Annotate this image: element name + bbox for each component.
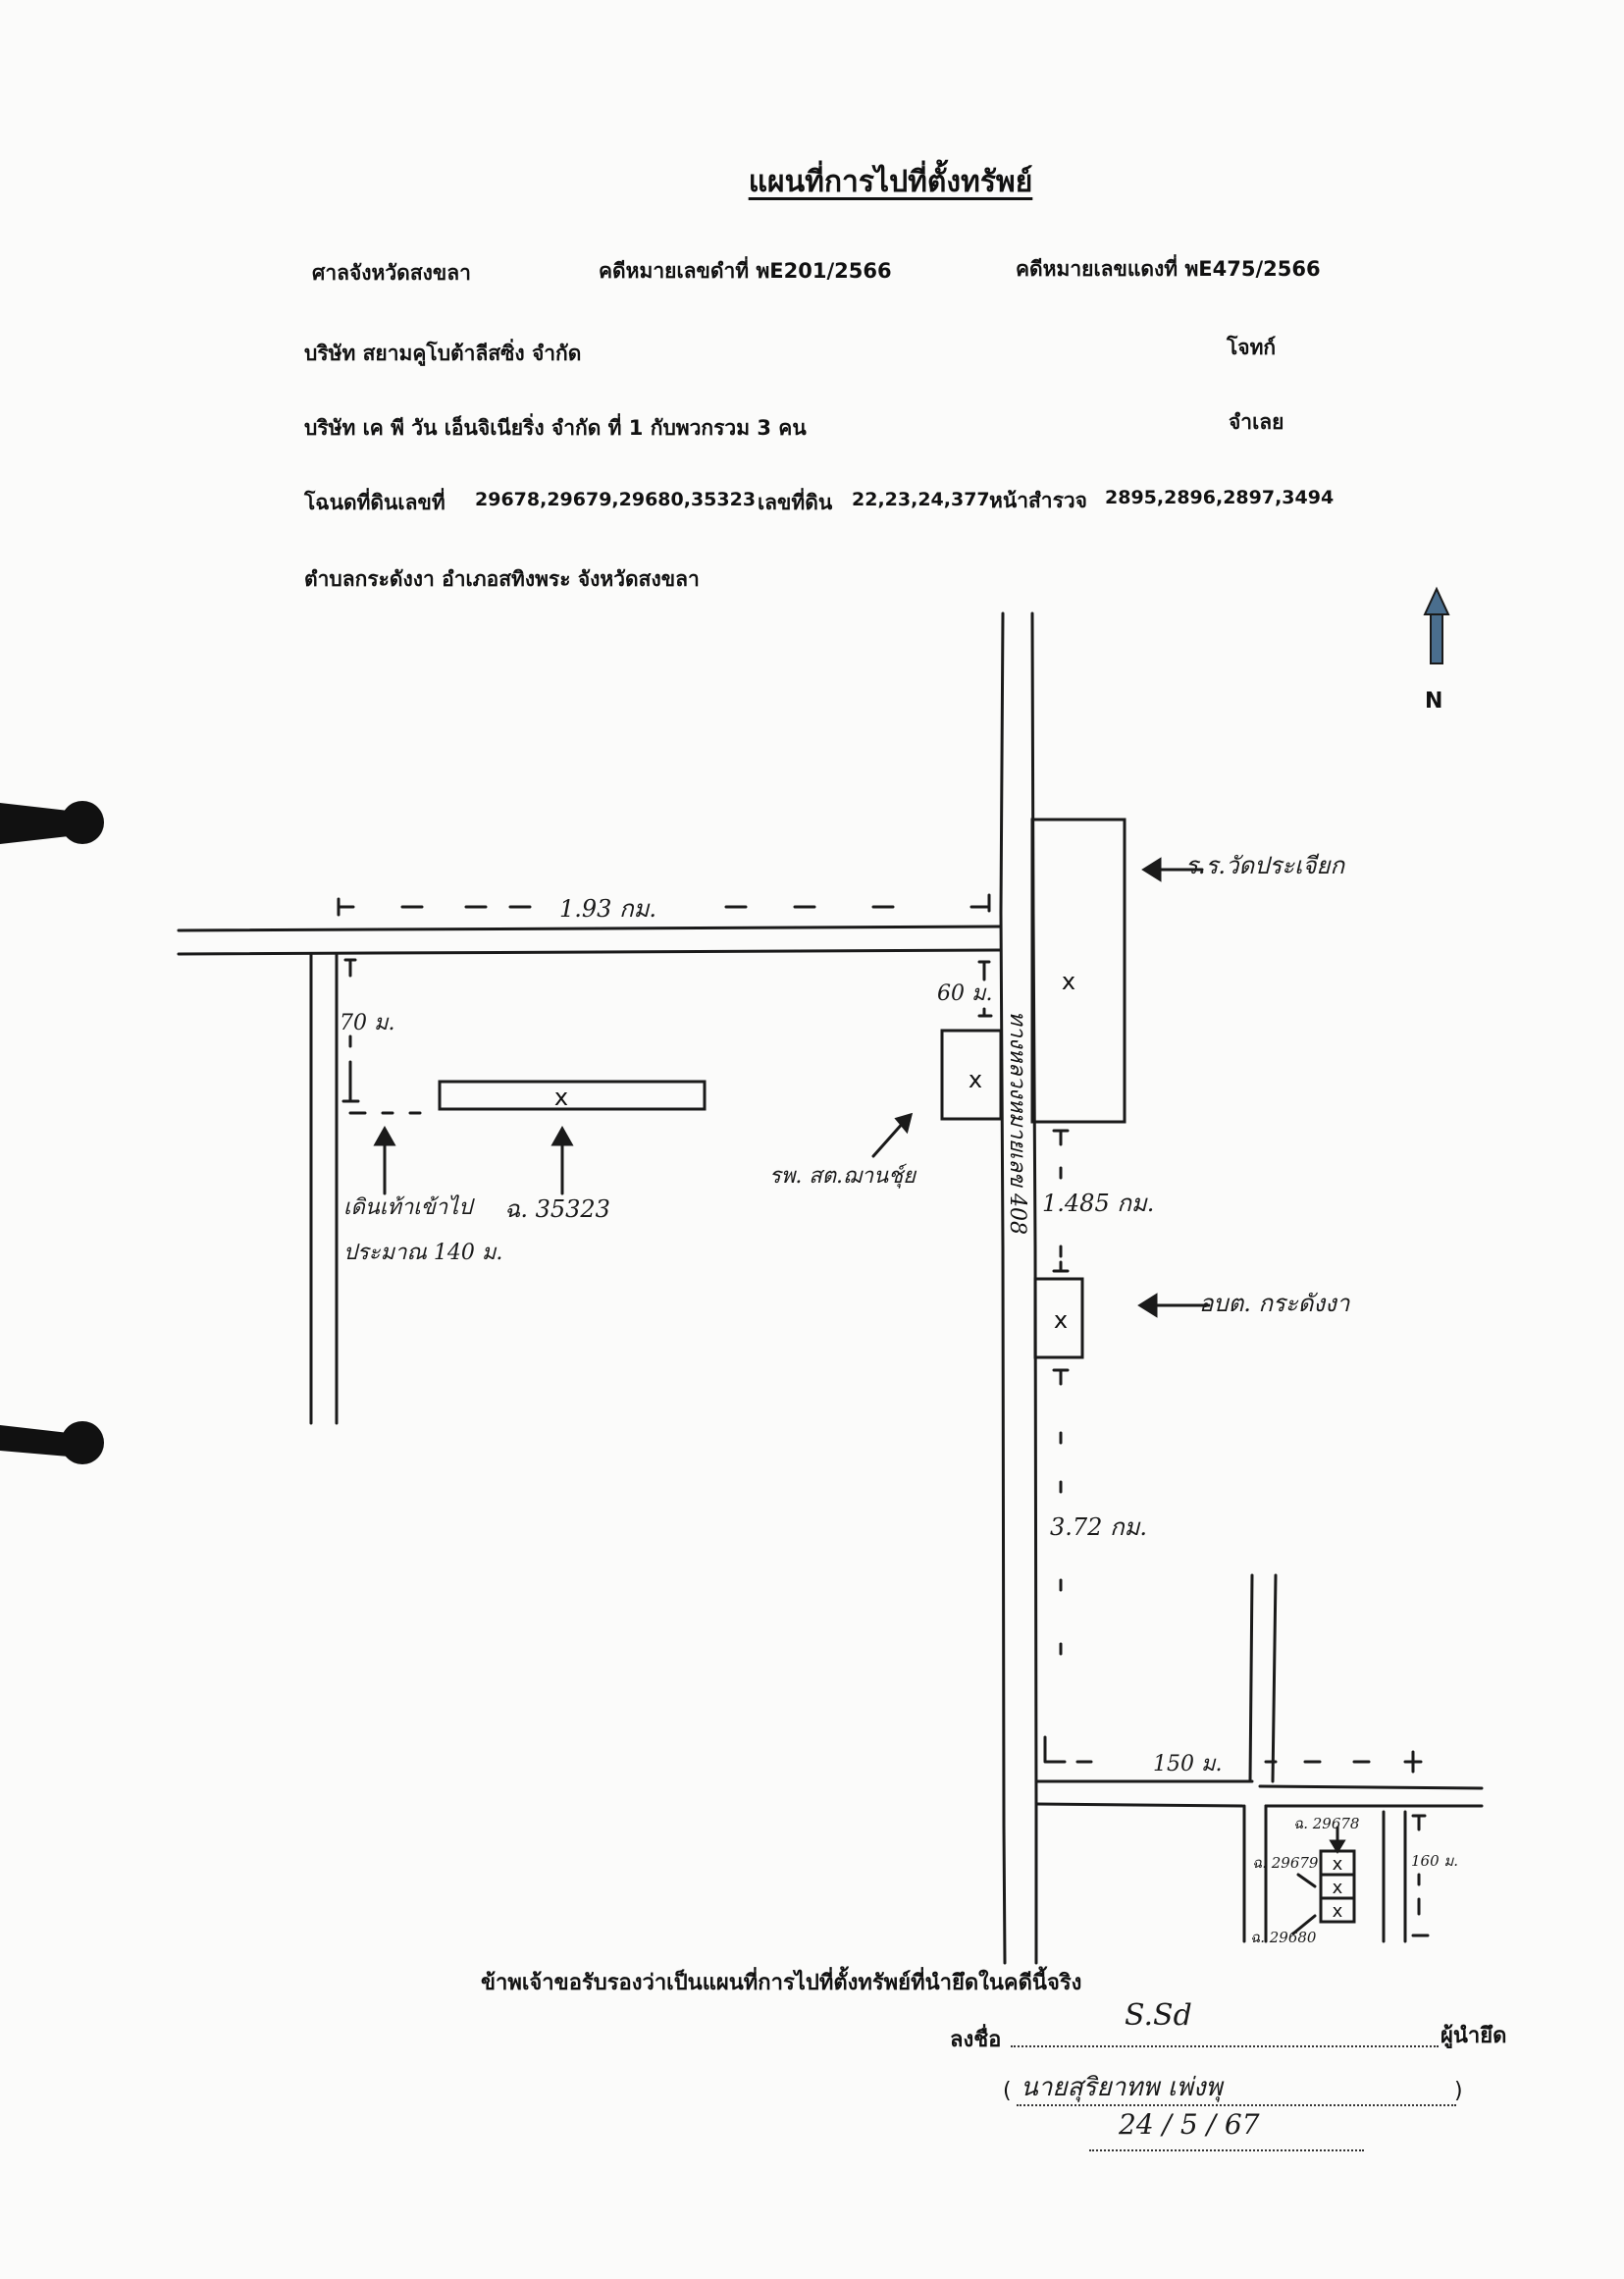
highway-west-edge (999, 611, 1007, 1965)
deed-35323-label: ฉ. 35323 (504, 1195, 610, 1223)
dist-372-line (1043, 1368, 1423, 1774)
top-distance-line (337, 893, 991, 917)
south-road-north-edge (1034, 1779, 1484, 1790)
sao-label: อบต. กระดังงา (1199, 1290, 1350, 1317)
highway-east-edge (1030, 611, 1038, 1808)
plaintiff-role: โจทก์ (1227, 336, 1277, 359)
hospital-arrow-head (894, 1112, 914, 1135)
deed-29678-label: ฉ. 29678 (1293, 1815, 1360, 1832)
signature-line (1011, 2045, 1439, 2047)
date-line (1089, 2149, 1364, 2151)
hospital-label: รพ. สต.ฌานชุ์ย (769, 1164, 917, 1189)
deed-35323-x-mark: x (554, 1084, 568, 1111)
north-arrow-icon (1423, 586, 1450, 664)
deed-29678-x-mark: x (1333, 1854, 1343, 1875)
binder-hole-top-tail (0, 803, 69, 844)
south-road-south-edge (1034, 1802, 1484, 1808)
binder-hole-bottom-tail (0, 1425, 69, 1457)
defendant-role: จำเลย (1229, 410, 1284, 434)
signer-role: ผู้นำยึด (1441, 2024, 1507, 2048)
dist-160-line (1411, 1814, 1430, 1937)
side-road-west-edge (1248, 1573, 1278, 1783)
dist-top-label: 1.93 กม. (559, 895, 657, 923)
dist-60-line (977, 960, 993, 1018)
land-numbers: 22,23,24,377 (852, 489, 990, 510)
hospital-parcel (940, 1029, 1003, 1121)
deed-29680-arrow (1291, 1914, 1317, 1935)
deed-29679-arrow (1296, 1873, 1317, 1888)
parcel-lane-1 (1242, 1804, 1268, 1943)
black-case-number: คดีหมายเลขดำที่ พE201/2566 (599, 259, 892, 283)
deed-29680-x-mark: x (1333, 1901, 1343, 1922)
deed-29678-arrow-head (1329, 1839, 1346, 1854)
school-label: ร.ร.วัดประเจียก (1185, 852, 1344, 879)
sao-parcel (1033, 1277, 1084, 1359)
west-road-north-edge (177, 925, 1003, 932)
survey-label: หน้าสำรวจ (989, 489, 1087, 512)
deed-29679-x-mark: x (1333, 1878, 1343, 1898)
land-number-label: เลขที่ดิน (758, 491, 833, 514)
walk-note-line-1: เดินเท้าเข้าไป (343, 1195, 473, 1220)
sign-label: ลงชื่อ (950, 2028, 1002, 2052)
deed-29679-label: ฉ. 29679 (1252, 1854, 1319, 1872)
binder-hole-top (61, 801, 104, 844)
deed-numbers: 29678,29679,29680,35323 (475, 489, 757, 510)
hospital-x-mark: x (969, 1066, 982, 1093)
dist-160-label: 160 ม. (1411, 1852, 1459, 1870)
printed-name: นายสุริยาทพ เพ่งพุ (1021, 2073, 1223, 2102)
dist-1485-label: 1.485 กม. (1042, 1190, 1155, 1217)
walk-note-line-2: ประมาณ 140 ม. (343, 1241, 503, 1265)
signature-date: 24 / 5 / 67 (1119, 2108, 1260, 2141)
certification-statement: ข้าพเจ้าขอรับรองว่าเป็นแผนที่การไปที่ตั้… (481, 1971, 1082, 1995)
page-title: แผนที่การไปที่ตั้งทรัพย์ (748, 165, 1033, 199)
dist-60-label: 60 ม. (937, 981, 993, 1006)
north-label: N (1425, 689, 1443, 714)
dist-1485-line (1052, 1129, 1070, 1273)
signature: S.Sd (1125, 1998, 1192, 2033)
school-parcel (1030, 818, 1126, 1124)
school-x-mark: x (1062, 968, 1075, 995)
deed-29680-parcel (1319, 1896, 1356, 1924)
red-case-number: คดีหมายเลขแดงที่ พE475/2566 (1016, 257, 1321, 281)
name-line (1017, 2104, 1456, 2106)
deed-29680-label: ฉ. 29680 (1250, 1929, 1317, 1946)
parcel-lane-2 (1382, 1810, 1407, 1943)
defendant-name: บริษัท เค พี วัน เอ็นจิเนียริ่ง จำกัด ที… (304, 416, 807, 440)
deed-35323-parcel (438, 1080, 707, 1111)
dist-70-label: 70 ม. (340, 1011, 395, 1035)
name-open-paren: ( (1003, 2079, 1012, 2103)
sao-x-mark: x (1054, 1306, 1068, 1334)
deed-arrow-head (550, 1125, 574, 1146)
binder-hole-bottom (61, 1421, 104, 1464)
deed-label: โฉนดที่ดินเลขที่ (304, 491, 445, 514)
name-close-paren: ) (1454, 2079, 1463, 2103)
west-road-south-edge (177, 948, 1003, 956)
hospital-arrow (871, 1119, 907, 1158)
court-name: ศาลจังหวัดสงขลา (312, 261, 471, 285)
school-arrow-head (1141, 857, 1162, 882)
dist-372-label: 3.72 กม. (1050, 1513, 1148, 1541)
location: ตำบลกระดังงา อำเภอสทิงพระ จังหวัดสงขลา (304, 567, 700, 591)
dist-70-line (341, 958, 360, 1103)
sao-arrow-head (1137, 1293, 1158, 1318)
survey-numbers: 2895,2896,2897,3494 (1105, 487, 1335, 508)
walk-arrow-head (373, 1125, 396, 1146)
highway-label: ทางหลวงหมายเลข 408 (1005, 1011, 1029, 1235)
dist-150-label: 150 ม. (1153, 1752, 1223, 1776)
plaintiff-name: บริษัท สยามคูโบต้าลีสซิ่ง จำกัด (304, 342, 582, 365)
